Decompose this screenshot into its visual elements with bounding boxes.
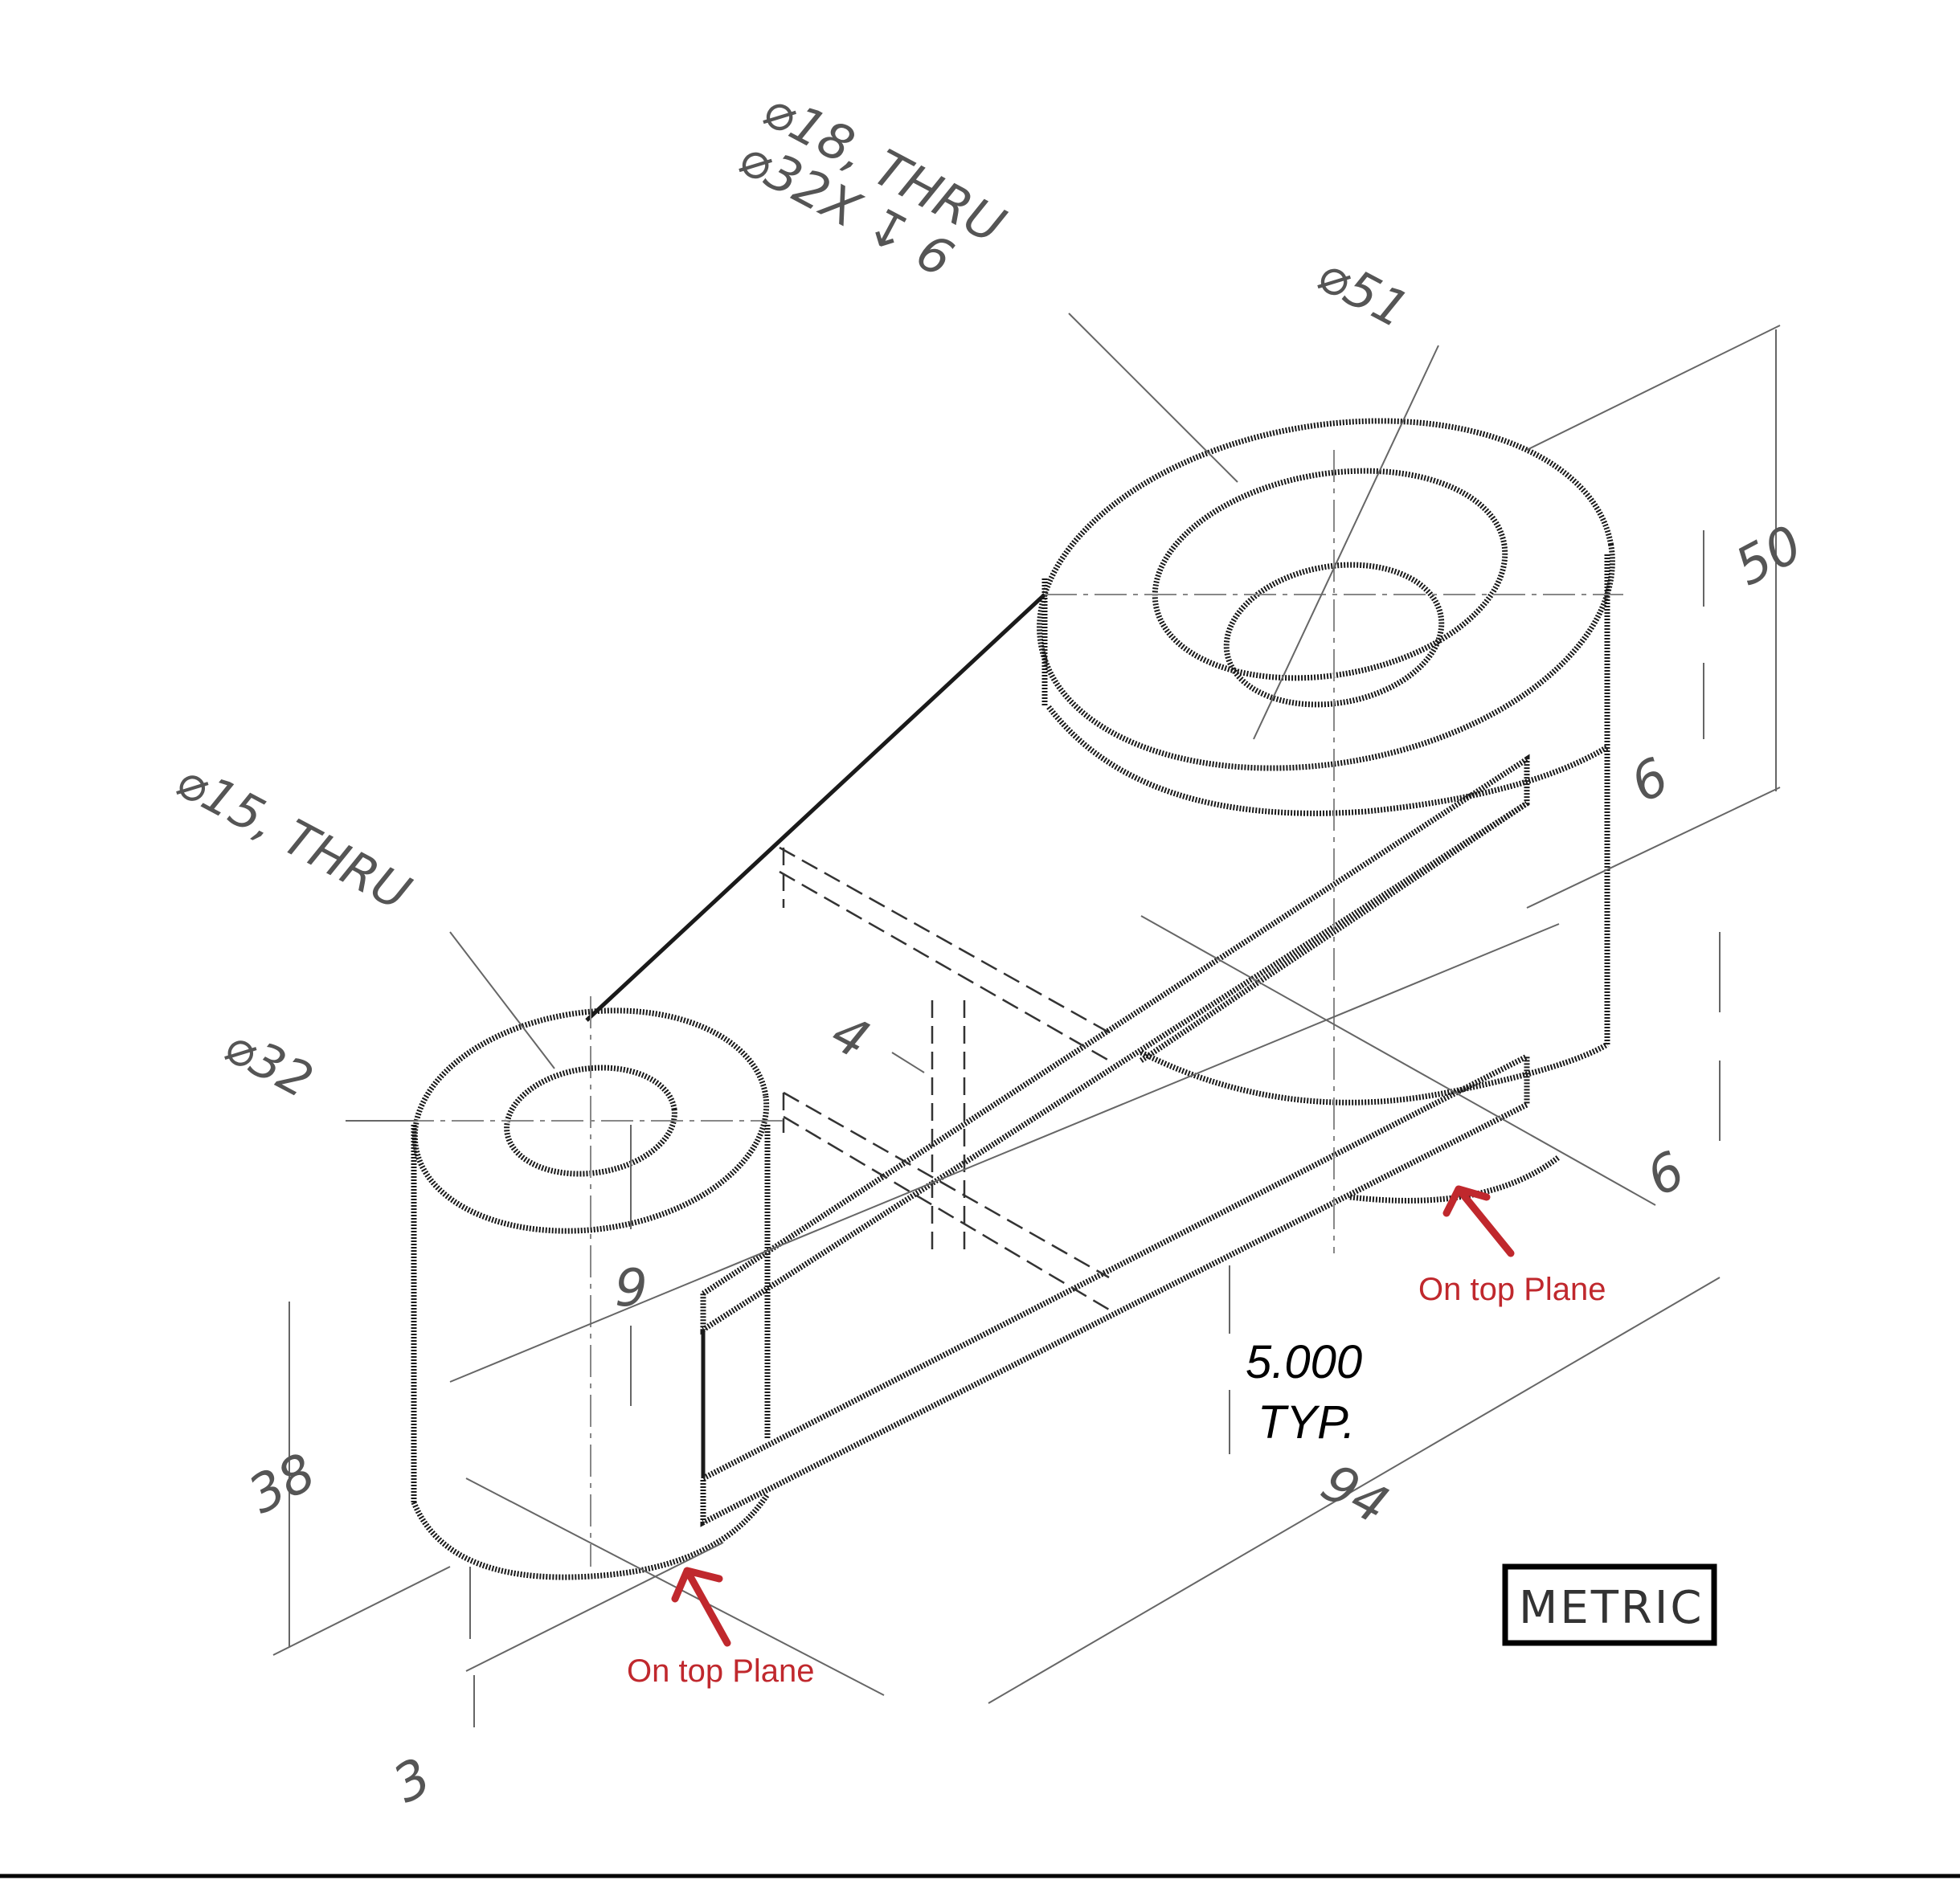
rib-thickness-value: 5.000 xyxy=(1246,1336,1362,1388)
large-boss-top-outer xyxy=(1037,418,1615,771)
dimension-lines xyxy=(272,313,1781,1727)
top-plane-note-left: On top Plane xyxy=(627,1653,815,1689)
small-boss-height-dim: 38 xyxy=(239,1443,325,1526)
rib-gap-dim: 4 xyxy=(821,1003,878,1071)
rib-thickness-suffix: TYP. xyxy=(1258,1396,1355,1449)
small-hole-callout: ⌀15, THRU xyxy=(167,752,419,922)
small-boss-hole xyxy=(504,1065,677,1177)
upper-rib-inner-edge xyxy=(1140,801,1528,1063)
hidden-lines xyxy=(779,846,1110,1311)
lower-rib xyxy=(700,1052,1530,1527)
top-plane-arrows xyxy=(671,1185,1515,1647)
upper-rib xyxy=(700,754,1530,1335)
large-boss-diameter-label: ⌀51 xyxy=(1308,244,1418,340)
base-offset-dim: 3 xyxy=(384,1747,441,1815)
center-distance-dim: 94 xyxy=(1311,1453,1397,1537)
callout-labels: ⌀18, THRU ⌀32X ↧ 6 ⌀51 ⌀15, THRU ⌀32 xyxy=(167,80,1418,1110)
top-plane-note-right: On top Plane xyxy=(1418,1272,1606,1307)
large-boss-lower-arc xyxy=(1046,705,1609,816)
metric-badge: METRIC xyxy=(1502,1563,1717,1646)
small-boss-bottom-arc xyxy=(411,1493,770,1580)
small-boss-step-dim: 9 xyxy=(615,1259,648,1318)
center-lines xyxy=(402,450,1656,1696)
large-boss-counterbore xyxy=(1152,468,1508,681)
web-top-edge xyxy=(585,593,1046,1022)
large-boss-through-hole xyxy=(1223,562,1445,708)
part-geometry xyxy=(402,418,1656,1696)
top-plane-arrow-left-icon xyxy=(671,1567,731,1647)
top-plane-arrow-right-icon xyxy=(1442,1185,1515,1257)
metric-badge-label: METRIC xyxy=(1519,1582,1704,1634)
overall-height-dim: 50 xyxy=(1726,515,1812,599)
annotation-notes: 5.000 TYP. On top Plane On top Plane xyxy=(627,1272,1606,1689)
large-boss-bottom-arc xyxy=(1140,1041,1609,1106)
top-rib-offset-dim: 6 xyxy=(1622,747,1679,815)
bottom-rib-offset-dim: 6 xyxy=(1638,1141,1695,1208)
small-boss-diameter-label: ⌀32 xyxy=(215,1017,321,1110)
